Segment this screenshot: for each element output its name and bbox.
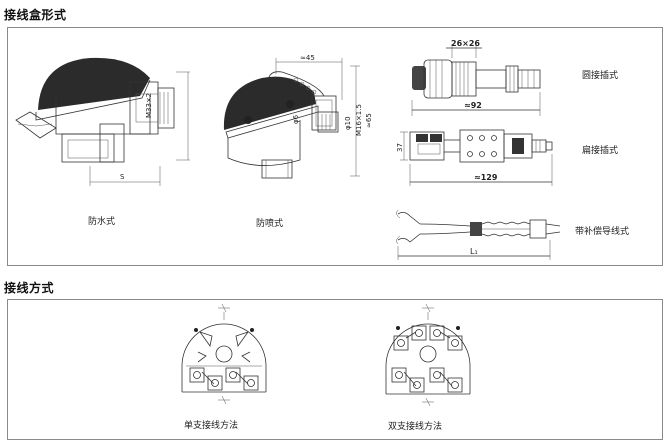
dim-phi10: φ10 <box>344 116 352 130</box>
dim-92: ≈92 <box>464 101 482 110</box>
dim-thread: M33×2 <box>145 93 153 118</box>
round-plug-drawing: 26×26 ≈92 <box>411 39 541 116</box>
round-plug-label: 圆接插式 <box>582 71 619 81</box>
box-forms-title: 接线盒形式 <box>4 8 67 22</box>
dim-129: ≈129 <box>474 173 498 182</box>
wiring-methods-title: 接线方式 <box>4 281 55 295</box>
spray-label: 防喷式 <box>256 219 284 229</box>
waterproof-head-drawing: S M33×2 <box>15 57 190 186</box>
waterproof-label: 防水式 <box>88 217 116 227</box>
wiring-methods-panel <box>7 299 663 440</box>
dim-l1: L₁ <box>470 247 478 256</box>
comp-wire-label: 带补偿导线式 <box>575 227 630 237</box>
double-wiring-label: 双支接线方法 <box>388 422 443 432</box>
dim-26x26: 26×26 <box>451 39 480 48</box>
dim-m16: M16×1.5 <box>355 104 363 136</box>
dim-45: ≈45 <box>300 54 315 62</box>
double-wiring-drawing <box>385 303 471 407</box>
spray-head-drawing: ≈45 ≈65 φ6 φ10 M16×1.5 <box>223 54 373 179</box>
single-wiring-drawing <box>181 303 267 405</box>
comp-wire-drawing: L₁ <box>396 209 561 260</box>
single-wiring-label: 单支接线方法 <box>184 421 239 431</box>
dim-phi6: φ6 <box>292 114 300 124</box>
dim-37: 37 <box>396 143 404 152</box>
flat-plug-label: 扁接插式 <box>582 146 619 156</box>
dim-s: S <box>120 173 125 181</box>
dim-65: ≈65 <box>365 113 373 128</box>
flat-plug-drawing: 37 ≈129 <box>396 129 553 186</box>
